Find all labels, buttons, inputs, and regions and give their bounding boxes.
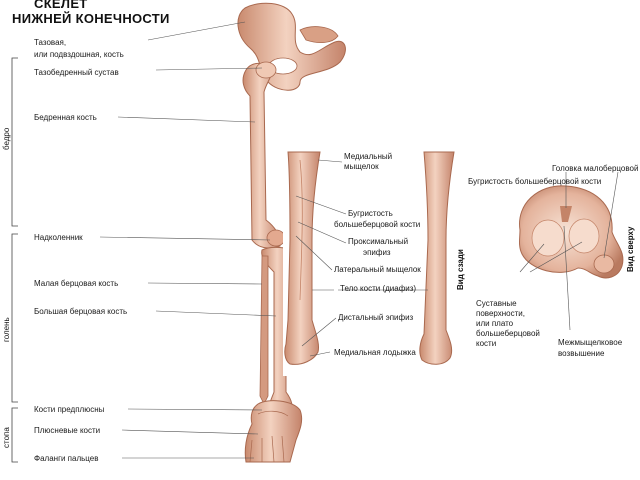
label-hip-joint: Тазобедренный сустав [34,68,119,77]
label-phalanges: Фаланги пальцев [34,454,99,463]
patella [266,229,286,247]
region-thigh: бедро [2,127,11,150]
label-proximal-epiphysis: Проксимальный [348,237,409,246]
tibial-plateau-top-view [519,185,624,279]
label-lateral-condyle: Латеральный мыщелок [334,265,421,274]
label-patella: Надколенник [34,233,83,242]
label-medial-condyle: Медиальный [344,152,393,161]
label-view-back: Вид сзади [456,249,465,290]
label-articular-2: поверхности, [476,309,525,318]
label-medial-malleolus: Медиальная лодыжка [334,348,416,357]
label-tuberosity: Бугристость [348,209,393,218]
label-medial-condyle-2: мыщелок [344,162,379,171]
title-line2: НИЖНЕЙ КОНЕЧНОСТИ [12,11,170,26]
leader-lines [99,21,619,459]
tibia-front-view [284,151,321,365]
label-intercondylar: Межмыщелковое [558,338,623,347]
label-fibula: Малая берцовая кость [34,279,119,288]
tibia-back-view [419,151,455,365]
label-articular-4: большеберцовой [476,329,540,338]
foot [244,400,303,463]
label-articular-5: кости [476,339,497,348]
label-proximal-epiphysis-2: эпифиз [363,248,391,257]
label-pelvic-bone: Тазовая, [34,38,67,47]
region-foot: стопа [2,427,11,448]
label-view-top: Вид сверху [626,226,635,272]
label-tibia: Большая берцовая кость [34,307,128,316]
label-distal-epiphysis: Дистальный эпифиз [338,313,414,322]
label-fibula-head: Головка малоберцовой [552,164,639,173]
label-articular-3: или плато [476,319,514,328]
label-tarsus: Кости предплюсны [34,405,105,414]
label-articular: Суставные [476,299,517,308]
label-bone-body: Тело кости (диафиз) [340,284,417,293]
label-intercondylar-2: возвышение [558,349,605,358]
label-tibial-tuberosity: Бугристость большеберцовой кости [468,177,602,186]
region-brackets [11,57,18,463]
label-femur: Бедренная кость [34,113,97,122]
label-pelvic-bone-2: или подвздошная, кость [34,50,124,59]
title-line1: СКЕЛЕТ [34,0,88,11]
femur [242,61,281,249]
label-tuberosity-2: большеберцовой кости [334,220,421,229]
region-shin: голень [2,317,11,342]
label-metatarsus: Плюсневые кости [34,426,101,435]
